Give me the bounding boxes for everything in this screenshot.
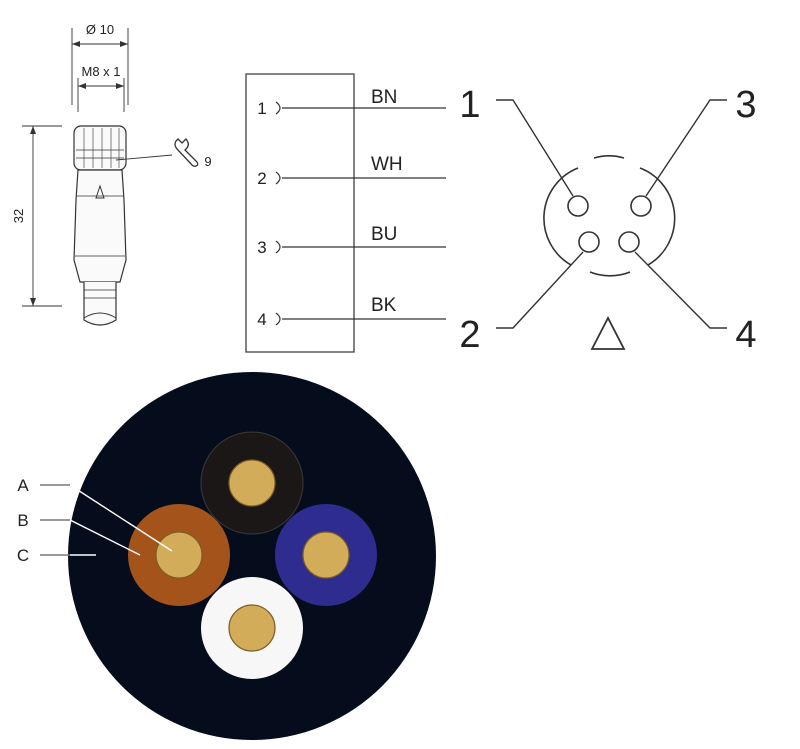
wrench-size-label: 9 xyxy=(204,154,211,169)
connector-drawing xyxy=(22,28,173,326)
wire-color-code: BU xyxy=(371,224,397,245)
wire-row-3: 3 BU xyxy=(257,224,397,257)
conductor xyxy=(155,531,203,579)
pinout-face xyxy=(496,99,727,329)
cable-jacket xyxy=(68,372,436,740)
wiring-box xyxy=(245,73,446,353)
wire-color-code: WH xyxy=(371,154,403,175)
pin-number: 2 xyxy=(257,169,266,188)
thread-label: M8 x 1 xyxy=(81,64,120,79)
wire-color-code: BN xyxy=(371,87,397,108)
wire-row-2: 2 WH xyxy=(257,154,402,188)
conductor xyxy=(228,459,276,507)
callout-c: C xyxy=(17,546,29,565)
wrench-icon xyxy=(174,138,199,167)
height-label: 32 xyxy=(11,209,26,223)
conductor xyxy=(228,604,276,652)
wire-row-4: 4 BK xyxy=(257,295,396,329)
pin-number: 4 xyxy=(257,310,266,329)
callout-leaders-outer xyxy=(40,484,70,556)
callout-a: A xyxy=(17,476,29,495)
cable-cross-section xyxy=(68,372,436,740)
conductor xyxy=(302,531,350,579)
pin-number: 3 xyxy=(257,238,266,257)
pin-number: 1 xyxy=(257,99,266,118)
pin-label-1: 1 xyxy=(459,84,480,126)
wire-color-code: BK xyxy=(371,295,397,316)
wire-row-1: 1 BN xyxy=(257,87,397,118)
pin-label-2: 2 xyxy=(459,314,480,356)
pin-label-4: 4 xyxy=(735,314,756,356)
pin-label-3: 3 xyxy=(735,84,756,126)
coding-triangle-icon xyxy=(590,316,626,350)
diameter-label: Ø 10 xyxy=(86,22,114,37)
callout-b: B xyxy=(17,511,28,530)
